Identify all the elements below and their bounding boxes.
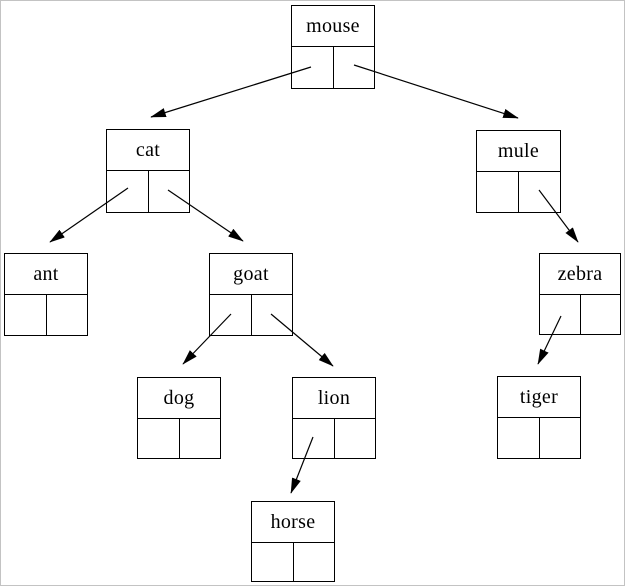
node-label: mule (477, 131, 560, 172)
node-label: tiger (498, 377, 580, 418)
node-right-pointer-cell (294, 543, 335, 581)
tree-node-tiger: tiger (497, 376, 581, 459)
node-pointer-row (477, 172, 560, 212)
node-pointer-row (5, 295, 87, 335)
tree-node-dog: dog (137, 377, 221, 459)
node-right-pointer-cell (581, 295, 621, 334)
node-label: zebra (540, 254, 620, 295)
node-pointer-row (210, 295, 292, 335)
node-pointer-row (540, 295, 620, 334)
node-label: horse (252, 502, 334, 543)
tree-node-mule: mule (476, 130, 561, 213)
node-left-pointer-cell (252, 543, 294, 581)
node-label: goat (210, 254, 292, 295)
node-label: dog (138, 378, 220, 419)
edge-mouse-left-to-cat (150, 66, 312, 118)
node-right-pointer-cell (149, 171, 190, 212)
node-label: lion (293, 378, 375, 419)
node-pointer-row (138, 419, 220, 458)
node-right-pointer-cell (180, 419, 221, 458)
node-label: mouse (292, 6, 374, 47)
node-left-pointer-cell (292, 47, 334, 88)
node-left-pointer-cell (138, 419, 180, 458)
node-left-pointer-cell (5, 295, 47, 335)
tree-node-horse: horse (251, 501, 335, 582)
node-left-pointer-cell (107, 171, 149, 212)
tree-node-lion: lion (292, 377, 376, 459)
node-pointer-row (293, 419, 375, 458)
node-pointer-row (252, 543, 334, 581)
tree-node-zebra: zebra (539, 253, 621, 335)
node-right-pointer-cell (519, 172, 560, 212)
tree-node-cat: cat (106, 129, 190, 213)
tree-node-mouse: mouse (291, 5, 375, 89)
node-left-pointer-cell (293, 419, 335, 458)
node-left-pointer-cell (498, 418, 540, 458)
tree-node-ant: ant (4, 253, 88, 336)
node-left-pointer-cell (477, 172, 519, 212)
edge-mouse-right-to-mule (353, 64, 519, 119)
node-label: ant (5, 254, 87, 295)
node-right-pointer-cell (252, 295, 293, 335)
node-pointer-row (498, 418, 580, 458)
node-right-pointer-cell (540, 418, 581, 458)
node-pointer-row (292, 47, 374, 88)
tree-node-goat: goat (209, 253, 293, 336)
node-label: cat (107, 130, 189, 171)
node-right-pointer-cell (47, 295, 88, 335)
node-right-pointer-cell (335, 419, 376, 458)
node-left-pointer-cell (210, 295, 252, 335)
node-pointer-row (107, 171, 189, 212)
node-right-pointer-cell (334, 47, 375, 88)
node-left-pointer-cell (540, 295, 581, 334)
